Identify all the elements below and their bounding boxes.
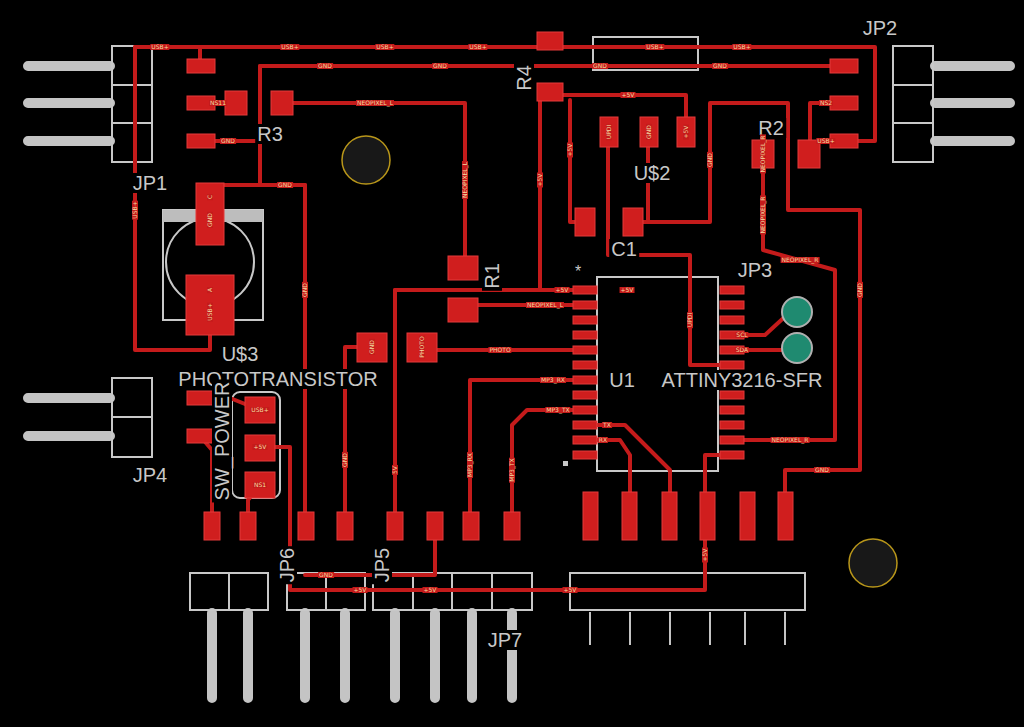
signal-name: UPDI [606,124,612,140]
header-pins [28,66,1010,698]
part-name: JP2 [861,18,899,38]
silkscreen [112,37,933,610]
part-name: PHOTOTRANSISTOR [176,369,379,389]
signal-name: NEOPIXEL_R [781,257,820,263]
signal-name: USB+ [150,44,169,50]
signal-name: PHOTO [419,335,425,358]
signal-name: GND [707,152,713,168]
signal-name: USB+ [375,44,394,50]
part-name: U$3 [220,344,261,364]
signal-name: GND [317,63,333,69]
signal-name: +5V [702,548,708,563]
signal-name: +5V [555,287,570,293]
part-name: * [573,264,583,280]
signal-name: +5V [621,92,636,98]
signal-name: MP3_TX [509,457,515,482]
signal-name: MP3_TX [545,407,570,413]
signal-name: GND [207,212,213,228]
signal-name: USB+ [468,44,487,50]
signal-name: USB+ [645,44,664,50]
signal-name: USB+ [207,302,213,321]
signal-name: GND [277,182,293,188]
part-name: JP3 [736,260,774,280]
part-name: JP7 [486,630,524,650]
signal-name: GND [712,63,728,69]
signal-name: NEOPIXEL_R [771,437,810,443]
signal-name: NEOPIXEL_L [526,302,564,308]
signal-name: +5V [683,125,689,140]
signal-name: GND [857,282,863,298]
signal-name: SDA [735,347,749,353]
signal-name: GND [814,467,830,473]
signal-name: TX [602,422,612,428]
signal-name: RX [598,437,608,443]
signal-name: USB+ [280,44,299,50]
signal-name: MP3_RX [467,452,473,478]
signal-name: MP3_RX [540,377,566,383]
signal-name: +5V [537,173,543,188]
part-name: R4 [514,63,534,93]
part-name: U1 [607,370,637,390]
signal-name: +5V [567,143,573,158]
pin1-dot [563,461,568,466]
signal-name: +5V [423,587,438,593]
part-name: R3 [255,124,285,144]
signal-name: USB+ [816,138,835,144]
signal-name: A [207,287,213,293]
signal-name: NEOPIXEL_R [760,196,766,235]
signal-name: GND [318,572,334,578]
short-pins [590,612,785,645]
signal-name: GND [432,63,448,69]
signal-name: GND [302,282,308,298]
signal-name: GND [646,124,652,140]
signal-name: USB+ [732,44,751,50]
signal-name: NEOPIXEL_L [462,161,468,199]
part-name: SW_POWER [212,380,232,503]
part-name: JP6 [277,546,297,584]
signal-name: USB+ [132,200,138,219]
signal-name: +5V [563,587,578,593]
signal-name: GND [369,339,375,355]
signal-name: GND [220,138,236,144]
signal-name: GND [592,63,608,69]
smd-pads [186,32,858,540]
signal-name: +5V [620,287,635,293]
copper-traces [135,47,875,590]
part-name: C1 [609,239,639,259]
part-name: ATTINY3216-SFR [660,370,825,390]
signal-name: C [207,194,213,200]
signal-name: NS11 [209,100,227,106]
signal-name: NS1 [253,482,267,488]
signal-name: 5V [392,465,398,475]
part-name: U$2 [632,163,673,183]
signal-name: NS2 [819,100,833,106]
signal-name: NEOPIXEL_L [356,100,394,106]
through-hole-pads [782,297,812,363]
mounting-holes [342,136,897,587]
signal-name: GND [342,452,348,468]
signal-name: UPDI [687,312,693,328]
signal-name: USB+ [250,407,269,413]
part-name: JP4 [131,465,169,485]
signal-name: +5V [353,587,368,593]
signal-name: NEOPIXEL_R [760,135,766,174]
signal-name: +5V [253,444,268,450]
signal-name: SCL [735,332,748,338]
part-name: JP1 [131,173,169,193]
part-name: JP5 [372,546,392,584]
signal-name: PHOTO [488,347,511,353]
part-name: R1 [482,261,502,291]
